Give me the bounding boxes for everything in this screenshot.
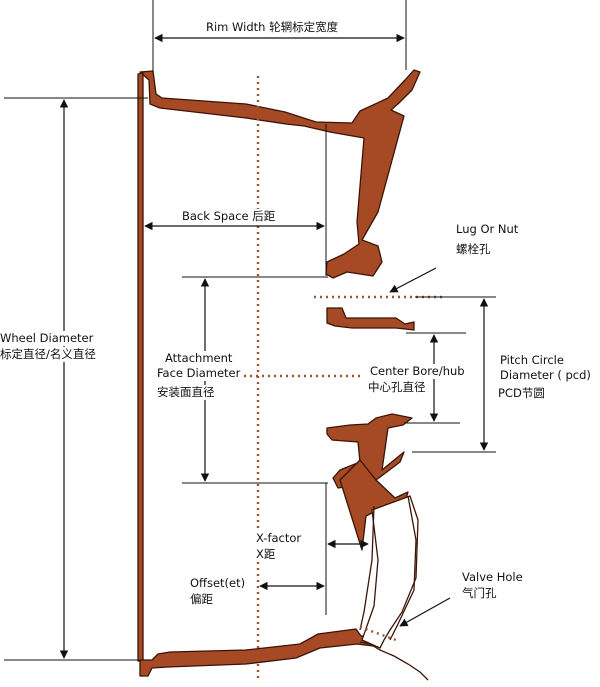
attachment-face-label-line1: Attachment: [163, 351, 235, 366]
valve-pointer-arrow: [399, 597, 451, 627]
wheel-diameter-label-en: Wheel Diameter: [0, 331, 94, 346]
rim-section: [137, 69, 421, 677]
valve-region: [361, 495, 419, 649]
offset-label-zh: 偏距: [188, 592, 215, 607]
offset-label-en: Offset(et): [188, 576, 248, 591]
valve-hole-label-en: Valve Hole: [462, 570, 523, 584]
pcd-label-line2: Diameter ( pcd): [498, 368, 593, 383]
dimension-arrows: [59, 33, 489, 659]
reference-lines: [4, 0, 496, 661]
attachment-face-label-zh: 安装面直径: [155, 385, 217, 400]
lower-barrel-outline: [359, 495, 417, 641]
lug-label-en: Lug Or Nut: [456, 222, 519, 236]
back-space-label: Back Space 后距: [180, 209, 278, 224]
pcd-label-line1: Pitch Circle: [498, 353, 566, 368]
attachment-face-label-line2: Face Diameter: [155, 366, 243, 381]
x-factor-label-en: X-factor: [254, 531, 304, 546]
x-factor-label-zh: X距: [254, 547, 278, 562]
lug-pointer-arrow: [389, 267, 437, 293]
center-bore-label-en: Center Bore/hub: [368, 364, 467, 379]
valve-hole-label-zh: 气门孔: [462, 586, 497, 600]
rim-width-label: Rim Width 轮辋标定宽度: [204, 20, 341, 35]
wheel-diameter-label-zh: 标定直径/名义直径: [0, 347, 96, 362]
valve-bead-outline: [359, 641, 429, 681]
dotted-lines: [232, 76, 442, 680]
lug-label-zh: 螺栓孔: [456, 242, 491, 256]
pcd-label-zh: PCD节圆: [498, 386, 545, 400]
center-bore-label-zh: 中心孔直径: [368, 380, 426, 394]
